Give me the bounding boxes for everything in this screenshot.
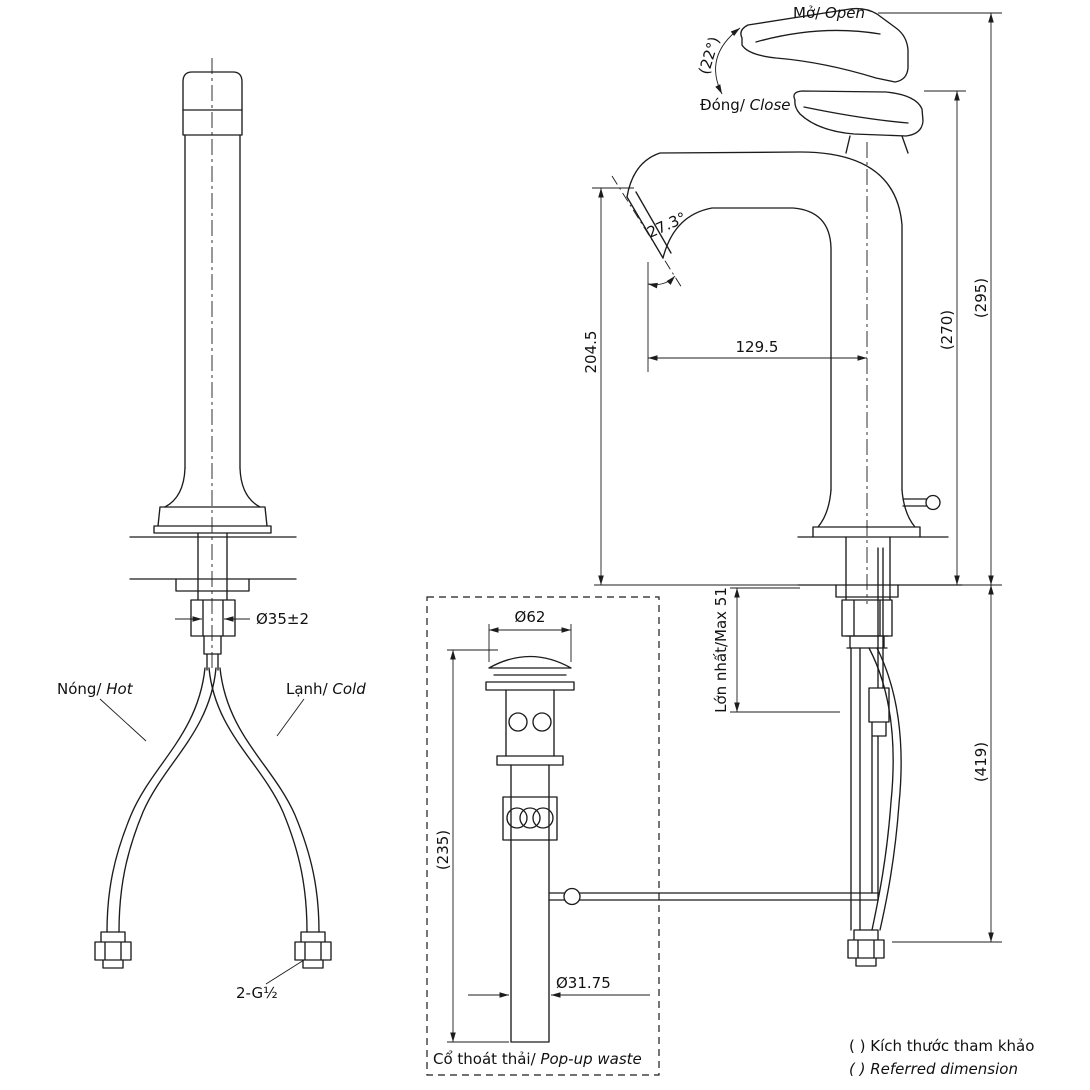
popup-waste-view: Ø62 (235) Ø31.75 Cổ thoát thải/ Pop-up w… [426, 596, 879, 1076]
popup-rod [548, 887, 879, 906]
open-label: Mở/ Open [793, 4, 865, 22]
tail-diameter-dim: Ø31.75 [556, 974, 611, 992]
spout-reach-dim: 129.5 [736, 338, 779, 356]
spout-height-dim: 204.5 [582, 331, 600, 374]
cap-diameter-dim: Ø62 [515, 608, 546, 626]
counter-section-front [129, 532, 297, 671]
popup-dimensions [447, 624, 650, 1043]
lift-rod-knob [902, 494, 941, 511]
note-reference-vi: ( ) Kích thước tham khảo [849, 1037, 1034, 1055]
popup-waste-body [485, 655, 575, 1043]
spout-angle-dim: 27.3° [644, 209, 689, 242]
note-reference-en: ( ) Referred dimension [849, 1060, 1018, 1078]
side-dimension-lines [592, 12, 1002, 943]
cold-label: Lạnh/ Cold [286, 680, 366, 698]
waste-height-dim: (235) [434, 830, 452, 870]
supply-hoses-side [847, 647, 902, 967]
close-label: Đóng/ Close [700, 96, 791, 114]
handle-swing-arc [715, 27, 741, 95]
height-270-dim: (270) [938, 310, 956, 350]
height-295-dim: (295) [972, 278, 990, 318]
front-leader-lines [99, 616, 305, 985]
handle-open [740, 7, 909, 83]
reference-notes: ( ) Kích thước tham khảo ( ) Referred di… [849, 1037, 1034, 1078]
handle-closed [793, 90, 924, 154]
thread-spec-label: 2-G½ [236, 984, 278, 1002]
counter-section-side [797, 536, 963, 649]
hot-hose [94, 667, 217, 969]
max-deck-thickness-dim: Lớn nhất/Max 51 [712, 587, 730, 713]
spout-angle-annotation [611, 175, 683, 289]
depth-419-dim: (419) [972, 742, 990, 782]
popup-waste-label: Cổ thoát thải/ Pop-up waste [433, 1050, 642, 1068]
open-angle-dim: (22°) [695, 35, 723, 77]
lift-rod-linkage [868, 547, 890, 901]
spout-and-body-side [626, 151, 921, 538]
side-view: Mở/ Open Đóng/ Close (22°) 27.3° 204.5 1… [582, 4, 1002, 967]
popup-enclosure-box [426, 596, 660, 1076]
front-view: Nóng/ Hot Lạnh/ Cold Ø35±2 2-G½ [57, 58, 366, 1002]
hot-label: Nóng/ Hot [57, 680, 134, 698]
shank-diameter-dim: Ø35±2 [256, 610, 309, 628]
cold-hose [208, 667, 332, 969]
faucet-body-front [153, 71, 272, 534]
